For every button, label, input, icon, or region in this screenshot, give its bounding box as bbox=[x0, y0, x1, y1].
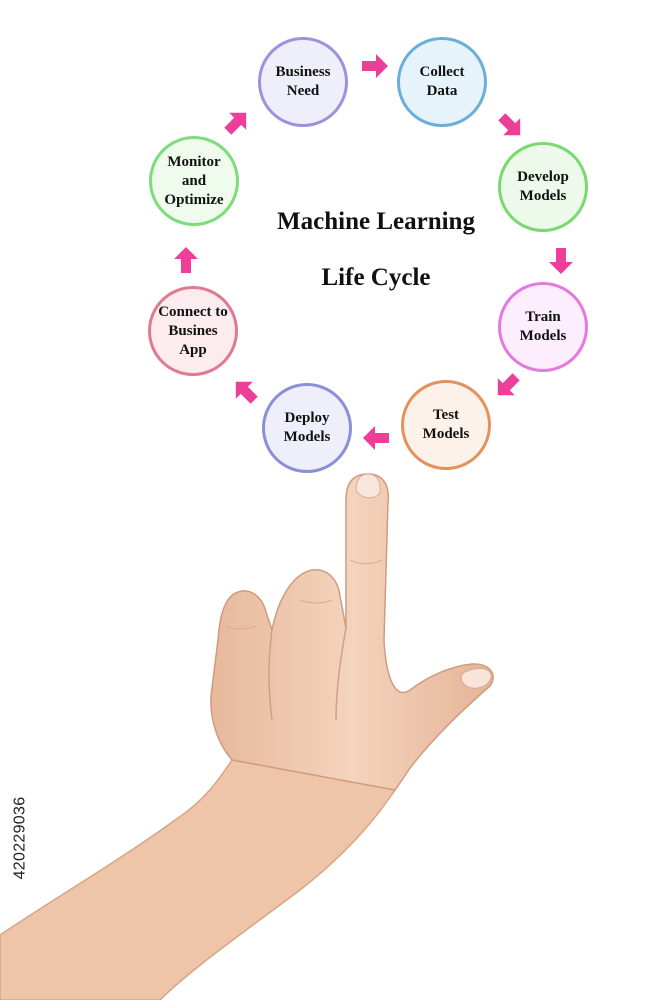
step-label: Train Models bbox=[519, 309, 567, 344]
step-deploy-models: Deploy Models bbox=[262, 383, 352, 473]
diagram-title-line1: Machine Learning bbox=[277, 208, 475, 235]
pointing-hand-image bbox=[0, 473, 494, 1000]
arrow-up-icon bbox=[174, 247, 198, 273]
arrow-down-left-icon bbox=[497, 373, 520, 396]
step-label: Business Need bbox=[275, 64, 331, 99]
diagram-title-line2: Life Cycle bbox=[321, 264, 431, 291]
step-label: Test Models bbox=[422, 407, 470, 442]
step-label: Monitor and Optimize bbox=[164, 153, 224, 208]
step-label: Deploy Models bbox=[283, 410, 331, 445]
step-business-need: Business Need bbox=[258, 37, 348, 127]
arrow-up-right-icon bbox=[224, 112, 247, 135]
image-id-watermark: 420229036 bbox=[6, 760, 34, 915]
step-label: Develop Models bbox=[517, 169, 569, 204]
step-connect-to-business-app: Connect to Busines App bbox=[148, 286, 238, 376]
step-label: Connect to Busines App bbox=[158, 303, 228, 358]
arrow-down-icon bbox=[549, 248, 573, 274]
arrow-down-right-icon bbox=[498, 113, 521, 136]
step-label: Collect Data bbox=[419, 64, 465, 99]
step-train-models: Train Models bbox=[498, 282, 588, 372]
step-monitor-and-optimize: Monitor and Optimize bbox=[149, 136, 239, 226]
step-collect-data: Collect Data bbox=[397, 37, 487, 127]
step-test-models: Test Models bbox=[401, 380, 491, 470]
arrow-left-icon bbox=[363, 426, 389, 450]
image-id-text: 420229036 bbox=[11, 796, 29, 879]
arrow-right-icon bbox=[362, 54, 388, 78]
arrow-up-left-icon bbox=[235, 381, 258, 404]
step-develop-models: Develop Models bbox=[498, 142, 588, 232]
